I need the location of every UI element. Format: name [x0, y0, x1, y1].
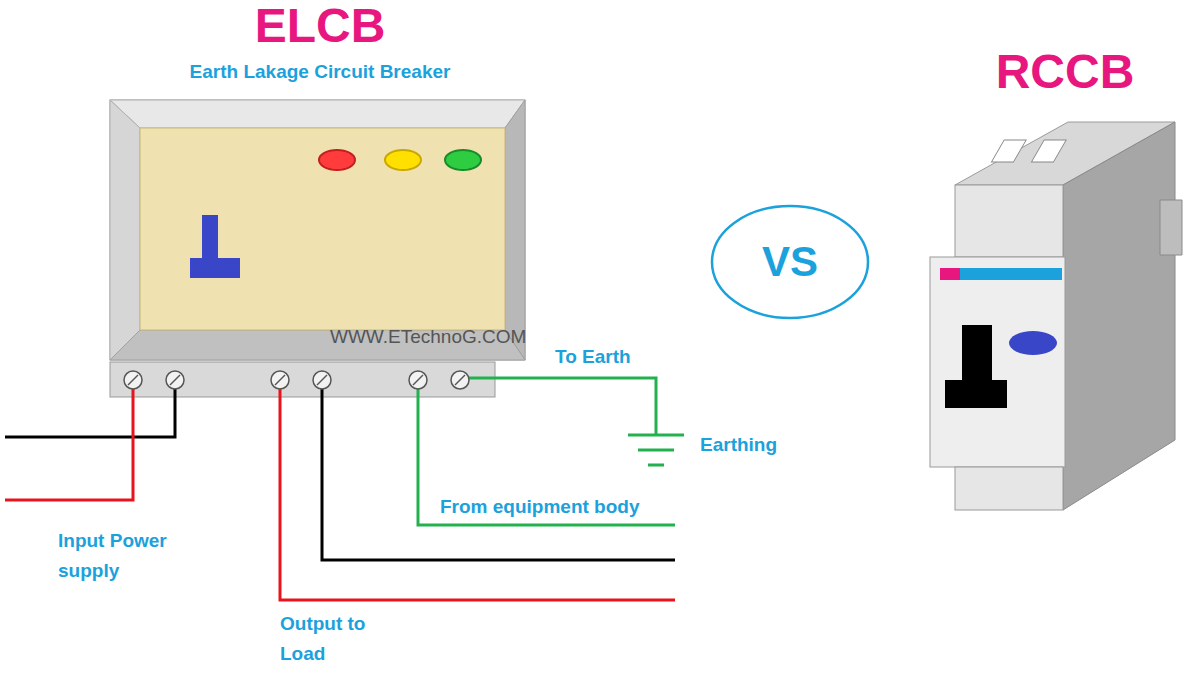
device-title: RCCB	[930, 46, 1200, 99]
rccb-device	[960, 268, 1062, 280]
terminal-screw	[455, 375, 465, 385]
elcb-housing	[505, 100, 525, 360]
terminal-screw	[413, 375, 423, 385]
elcb-housing	[110, 100, 525, 360]
test-switch	[202, 215, 218, 260]
earth-symbol	[638, 449, 674, 452]
wire	[5, 378, 675, 600]
rccb-device	[991, 140, 1026, 162]
terminal-screw	[124, 371, 142, 389]
terminal-screw	[166, 371, 184, 389]
device-subtitle: Earth Lakage Circuit Breaker	[110, 61, 530, 83]
wire	[418, 380, 675, 525]
rccb-device	[945, 380, 1007, 408]
elcb-housing	[140, 128, 505, 330]
terminal-screw	[451, 371, 469, 389]
earth-symbol	[628, 434, 684, 437]
wire-label: From equipment body	[440, 492, 640, 522]
rccb-device	[1009, 331, 1057, 355]
terminal-screw	[317, 375, 327, 385]
vs-ellipse: VS	[712, 206, 868, 318]
rccb-device	[1063, 122, 1175, 510]
terminal-screw	[128, 375, 138, 385]
terminal-screw	[275, 375, 285, 385]
watermark: WWW.ETechnoG.COM	[330, 322, 526, 352]
wire-label: Output to Load	[280, 609, 392, 670]
rccb-device	[940, 268, 960, 280]
terminal-screw	[124, 371, 142, 389]
indicator-led	[319, 150, 355, 170]
elcb-housing	[110, 100, 525, 360]
terminal-strip	[110, 362, 495, 397]
rccb-device	[955, 185, 1063, 257]
terminal-label: To Earth	[555, 342, 631, 372]
terminal-screw	[451, 371, 469, 389]
wire	[322, 380, 675, 560]
indicator-led	[385, 150, 421, 170]
earth-symbol	[648, 464, 664, 467]
terminal-screw	[170, 375, 180, 385]
vs-ellipse	[712, 206, 868, 318]
rccb-device: RCCB	[930, 46, 1200, 99]
terminal-screw	[166, 371, 184, 389]
terminal-screw	[409, 371, 427, 389]
terminal-screw	[409, 371, 427, 389]
wire	[460, 378, 656, 435]
terminal-screw	[313, 371, 331, 389]
earth-symbol	[628, 435, 684, 465]
rccb-device	[1031, 140, 1066, 162]
test-switch	[190, 215, 240, 278]
indicator-led	[319, 150, 481, 170]
rccb-device	[930, 257, 1065, 467]
terminal-screw	[271, 371, 289, 389]
wire	[5, 380, 133, 500]
device-title: ELCB	[110, 0, 530, 53]
wire	[5, 380, 175, 437]
test-switch	[190, 258, 240, 278]
terminal-screw	[313, 371, 331, 389]
elcb-housing	[110, 100, 525, 128]
rccb-device	[955, 467, 1063, 510]
elcb-device: ELCB Earth Lakage Circuit Breaker	[110, 0, 530, 83]
indicator-led	[445, 150, 481, 170]
terminal-screw	[271, 371, 289, 389]
device-title: VS	[712, 238, 868, 286]
earth-label: Earthing	[700, 430, 777, 460]
terminal-screw	[124, 201, 1058, 498]
wire-label: Input Power supply	[58, 526, 198, 587]
rccb-device	[1160, 200, 1182, 255]
vs-ellipse	[712, 206, 868, 318]
rccb-device	[930, 122, 1182, 510]
wire	[280, 380, 675, 600]
rccb-device	[962, 325, 992, 385]
terminal-strip	[110, 362, 495, 397]
elcb-housing	[110, 100, 140, 360]
